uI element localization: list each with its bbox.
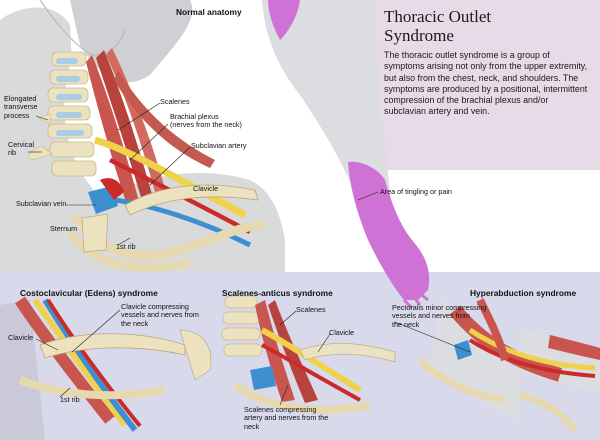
costoclavicular-first-rib-label: 1st rib (60, 395, 80, 404)
normal-anatomy-heading: Normal anatomy (176, 7, 242, 17)
subclavian-vein-label: Subclavian vein (16, 199, 67, 208)
description-text: The thoracic outlet syndrome is a group … (384, 50, 588, 117)
scalenes-anticus-compress-label: Scalenes compressing artery and nerves f… (244, 405, 329, 431)
leader-lines (28, 102, 471, 406)
scalenes-label: Scalenes (160, 97, 190, 106)
info-box (376, 0, 600, 170)
clavicle-ribs (66, 184, 266, 272)
hyperabduction-compress-label: Pectoralis minor compressing vessels and… (392, 303, 487, 329)
arm-figure (262, 0, 430, 310)
scalenes-anticus-heading: Scalenes-anticus syndrome (222, 288, 333, 298)
hyperabduction-heading: Hyperabduction syndrome (470, 288, 577, 298)
costoclavicular-heading: Costoclavicular (Edens) syndrome (20, 288, 158, 298)
cervical-spine (28, 51, 97, 177)
elongated-process-label: Elongated transverse process (4, 94, 38, 120)
cervical-rib-label: Cervical rib (8, 140, 34, 158)
subclavian-artery-label: Subclavian artery (191, 141, 247, 150)
sternum-label: Sternum (50, 224, 78, 233)
page-title: Thoracic Outlet Syndrome (384, 7, 492, 45)
forearm-pain-area (348, 161, 430, 300)
costoclavicular-illustration (0, 296, 212, 440)
brachial-plexus-label: Brachial plexus (nerves from the neck) (170, 112, 242, 130)
costoclavicular-clavicle-label: Clavicle (8, 333, 34, 342)
scalenes-anticus-illustration (221, 295, 396, 414)
first-rib-label: 1st rib (116, 242, 136, 251)
hyperabduction-illustration (417, 298, 600, 433)
scalenes-anticus-scalenes-label: Scalenes (296, 305, 326, 314)
tingling-label: Area of tingling or pain (380, 187, 452, 196)
scalenes-anticus-clavicle-label: Clavicle (329, 328, 355, 337)
costoclavicular-compress-label: Clavicle compressing vessels and nerves … (121, 302, 199, 328)
shoulder-pain-area (268, 0, 300, 40)
clavicle-label: Clavicle (193, 184, 219, 193)
